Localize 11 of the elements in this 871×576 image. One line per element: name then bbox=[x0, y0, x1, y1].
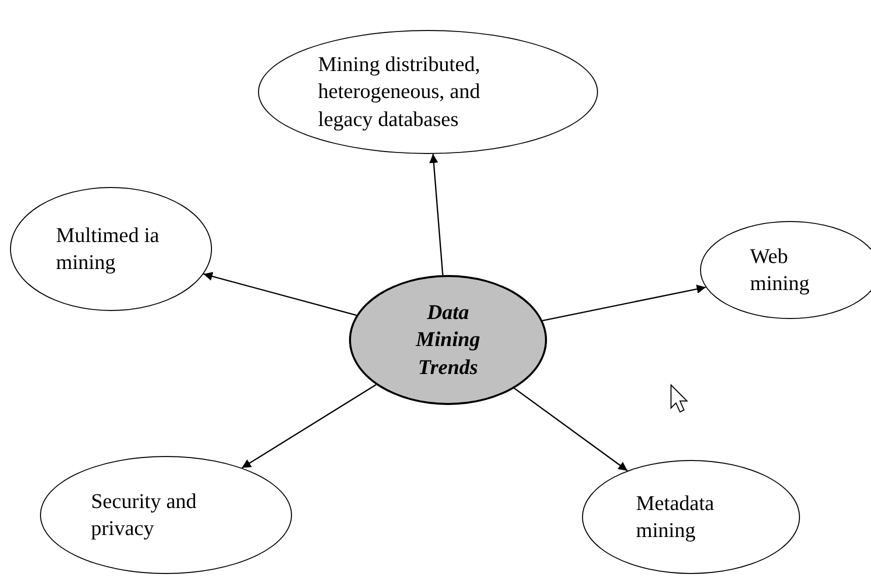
node-label: Security and privacy bbox=[91, 488, 198, 542]
arrow bbox=[514, 388, 628, 472]
node-label: Web mining bbox=[750, 242, 811, 297]
arrow bbox=[242, 384, 376, 468]
arrow bbox=[429, 154, 444, 276]
arrow bbox=[542, 284, 706, 322]
node-label: Metadata mining bbox=[636, 490, 716, 544]
node-label: Mining distributed, heterogeneous, and legacy databases bbox=[318, 51, 482, 133]
node-label: Multimed ia mining bbox=[56, 222, 160, 276]
node-label: Data Mining Trends bbox=[414, 299, 482, 381]
arrow bbox=[203, 272, 357, 316]
